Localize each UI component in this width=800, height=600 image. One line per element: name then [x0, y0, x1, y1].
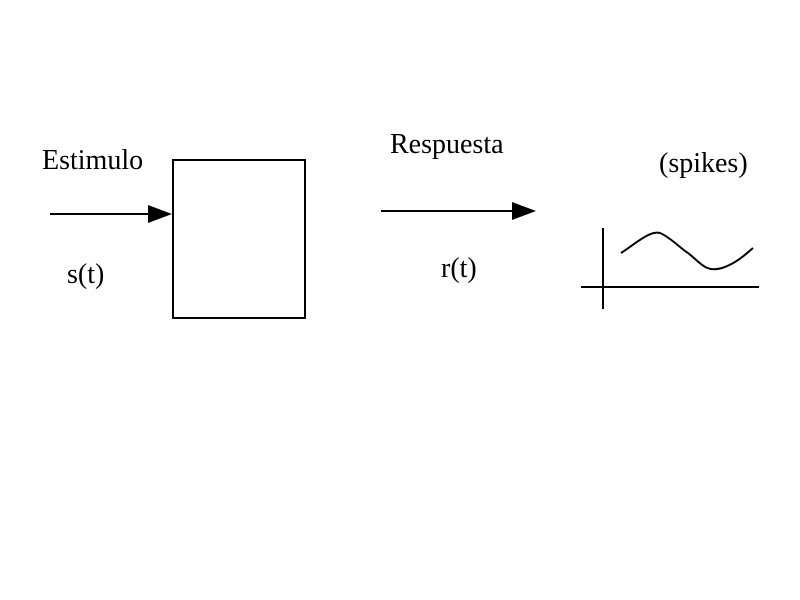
- spike-plot: [581, 228, 759, 309]
- system-box: [172, 159, 306, 319]
- plot-curve: [620, 231, 754, 271]
- stimulus-arrowhead-icon: [148, 205, 172, 223]
- response-arrowhead-icon: [512, 202, 536, 220]
- stimulus-arrow: [50, 205, 172, 223]
- spikes-label: (spikes): [659, 148, 748, 179]
- response-label: Respuesta: [390, 129, 504, 160]
- response-arrow: [381, 202, 536, 220]
- stimulus-variable: s(t): [67, 259, 105, 290]
- response-variable: r(t): [441, 253, 477, 284]
- stimulus-label: Estimulo: [42, 145, 144, 176]
